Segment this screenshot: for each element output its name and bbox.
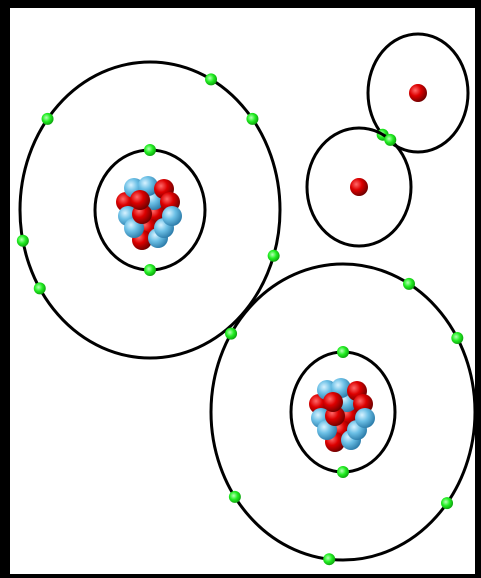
electron [144, 264, 156, 276]
neutron [355, 408, 375, 428]
electron [229, 491, 241, 503]
electron [451, 332, 463, 344]
electron [17, 235, 29, 247]
electron [246, 113, 258, 125]
electron [337, 466, 349, 478]
neutron [162, 206, 182, 226]
electron [34, 282, 46, 294]
proton [323, 392, 343, 412]
electron [225, 328, 237, 340]
canvas-background [10, 8, 475, 574]
electron [441, 497, 453, 509]
electron [268, 250, 280, 262]
electron [42, 113, 54, 125]
electron [144, 144, 156, 156]
nucleus [350, 178, 368, 196]
electron [403, 278, 415, 290]
proton [130, 190, 150, 210]
electron [337, 346, 349, 358]
proton [409, 84, 427, 102]
nucleus [409, 84, 427, 102]
electron [384, 134, 396, 146]
electron [205, 73, 217, 85]
proton [350, 178, 368, 196]
electron [323, 553, 335, 565]
